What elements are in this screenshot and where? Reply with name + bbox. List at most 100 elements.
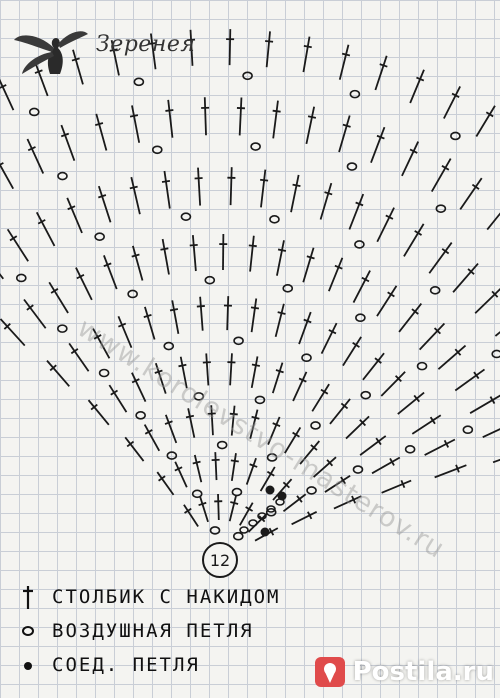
chain-stitch xyxy=(216,440,228,450)
double-crochet-stitch xyxy=(131,372,147,403)
double-crochet-stitch xyxy=(424,438,456,456)
double-crochet-stitch xyxy=(249,409,260,439)
double-crochet-stitch xyxy=(272,478,293,501)
double-crochet-stitch xyxy=(239,502,254,526)
double-crochet-stitch xyxy=(437,344,467,370)
double-crochet-stitch xyxy=(298,311,312,345)
double-crochet-stitch xyxy=(160,238,170,275)
center-ring xyxy=(202,542,238,578)
chain-stitch xyxy=(429,286,441,295)
double-crochet-stitch xyxy=(97,185,112,223)
double-crochet-stitch xyxy=(236,97,245,136)
double-crochet-stitch xyxy=(250,356,260,389)
legend: СТОЛБИК С НАКИДОМ ВОЗДУШНАЯ ПЕТЛЯ СОЕД. … xyxy=(14,580,414,682)
double-crochet-stitch xyxy=(284,426,302,454)
slip-stitch xyxy=(260,527,270,537)
chain-stitch xyxy=(163,341,175,351)
double-crochet-stitch xyxy=(482,428,500,439)
double-crochet-stitch xyxy=(328,257,344,292)
double-crochet-stitch xyxy=(228,495,239,522)
double-crochet-stitch xyxy=(117,315,133,349)
legend-label: СОЕД. ПЕТЛЯ xyxy=(52,654,200,676)
double-crochet-stitch xyxy=(338,44,351,80)
chain-stitch xyxy=(135,411,146,420)
double-crochet-stitch xyxy=(250,298,260,333)
chain-stitch xyxy=(310,421,321,430)
slip-stitch xyxy=(265,485,275,495)
chain-stitch xyxy=(180,212,192,221)
chain-stitch xyxy=(28,107,40,117)
double-crochet-stitch xyxy=(418,322,446,351)
chain-stitch xyxy=(204,275,216,285)
double-crochet-stitch xyxy=(185,408,196,438)
double-crochet-stitch xyxy=(409,69,425,104)
chain-stitch xyxy=(301,353,312,363)
chain-stitch xyxy=(250,142,261,151)
double-crochet-stitch xyxy=(187,29,196,66)
double-crochet-stitch xyxy=(475,105,496,137)
double-crochet-stitch xyxy=(338,115,351,153)
chain-stitch xyxy=(231,487,243,497)
double-crochet-stitch xyxy=(192,454,203,483)
chain-stitch xyxy=(416,361,428,371)
chain-stitch xyxy=(352,465,364,474)
double-crochet-stitch xyxy=(299,440,321,465)
pin-icon xyxy=(314,657,345,687)
chain-stitch xyxy=(360,390,372,400)
chain-stitch xyxy=(248,519,258,527)
double-crochet-stitch xyxy=(371,456,401,475)
postila-stamp[interactable]: Postila.ru xyxy=(294,650,494,694)
chain-stitch xyxy=(266,453,278,462)
double-crochet-stitch xyxy=(380,371,406,397)
double-crochet-stitch xyxy=(154,362,167,394)
stamp-text: Postila.ru xyxy=(352,657,494,687)
double-crochet-stitch xyxy=(196,296,205,331)
double-crochet-stitch xyxy=(6,228,29,262)
chain-stitch xyxy=(15,273,27,283)
double-crochet-stitch xyxy=(401,141,420,177)
double-crochet-stitch xyxy=(92,328,111,359)
double-crochet-stitch xyxy=(312,456,337,478)
chain-stitch xyxy=(127,289,138,299)
chain-stitch xyxy=(94,232,105,241)
double-crochet-stitch xyxy=(428,242,453,274)
double-crochet-stitch xyxy=(329,398,351,425)
double-crochet-stitch xyxy=(359,435,387,456)
chain-stitch xyxy=(282,284,294,293)
double-crochet-stitch xyxy=(183,504,199,527)
brand-logo: Зеренея xyxy=(10,14,210,84)
double-crochet-stitch xyxy=(267,416,281,445)
double-crochet-stitch xyxy=(352,270,371,303)
double-crochet-stitch xyxy=(398,303,423,333)
double-crochet-stitch xyxy=(169,300,180,334)
chain-stitch xyxy=(349,89,361,99)
chain-stitch-icon xyxy=(22,626,34,636)
slip-stitch-icon xyxy=(24,662,32,670)
double-crochet-stitch xyxy=(345,415,370,440)
double-crochet-stitch xyxy=(211,452,220,481)
double-crochet-stitch xyxy=(430,158,452,192)
double-crochet-stitch xyxy=(259,466,276,492)
double-crochet-stitch xyxy=(207,405,216,436)
double-crochet-stitch xyxy=(46,360,70,387)
double-crochet-stitch xyxy=(26,138,45,174)
double-crochet-stitch xyxy=(454,368,486,392)
double-crochet-stitch xyxy=(311,383,330,412)
chain-stitch xyxy=(265,507,277,517)
double-crochet-stitch xyxy=(223,296,232,331)
chain-stitch xyxy=(57,324,68,333)
double-crochet-stitch xyxy=(376,207,395,243)
double-crochet-stitch xyxy=(60,124,76,162)
double-crochet-stitch xyxy=(0,78,15,111)
chain-stitch xyxy=(462,425,474,435)
double-crochet-stitch xyxy=(274,303,286,338)
double-crochet-stitch xyxy=(411,414,442,435)
chain-stitch xyxy=(354,240,365,249)
double-crochet-stitch xyxy=(109,39,120,76)
double-crochet-stitch xyxy=(202,353,211,386)
double-crochet-stitch xyxy=(305,106,317,145)
chain-stitch xyxy=(133,77,145,87)
double-crochet-stitch xyxy=(271,362,284,394)
legend-item-chain: ВОЗДУШНАЯ ПЕТЛЯ xyxy=(14,614,414,648)
